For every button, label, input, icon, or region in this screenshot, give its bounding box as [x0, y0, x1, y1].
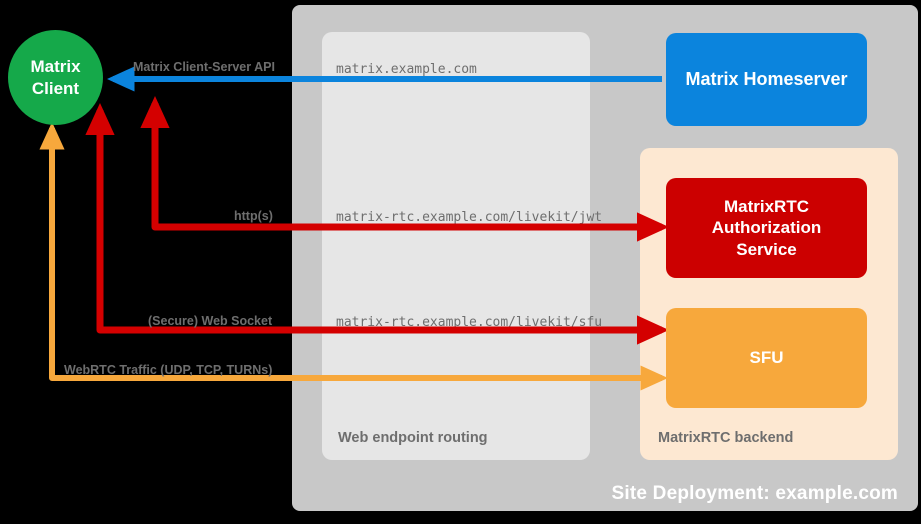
node-sfu[interactable]: SFU	[666, 308, 867, 408]
matrix-client-line2: Client	[31, 78, 80, 98]
endpoint-url-livekit-jwt: matrix-rtc.example.com/livekit/jwt	[336, 210, 603, 225]
endpoint-url-matrix: matrix.example.com	[336, 62, 477, 77]
matrix-homeserver-label: Matrix Homeserver	[685, 69, 848, 90]
sfu-label: SFU	[749, 348, 784, 368]
edge-label-https: http(s)	[234, 209, 273, 223]
endpoint-url-livekit-sfu: matrix-rtc.example.com/livekit/sfu	[336, 315, 603, 330]
edge-label-matrix-client-server-api: Matrix Client-Server API	[133, 60, 275, 74]
web-endpoint-routing-label: Web endpoint routing	[338, 430, 488, 446]
auth-service-line2: Authorization	[711, 218, 822, 238]
auth-service-line3: Service	[736, 239, 797, 259]
matrix-client-line1: Matrix	[30, 57, 81, 77]
web-endpoint-routing-panel: Web endpoint routing	[322, 32, 590, 460]
site-deployment-label: Site Deployment: example.com	[611, 483, 898, 504]
auth-service-line1: MatrixRTC	[723, 197, 809, 217]
node-matrixrtc-authorization-service[interactable]: MatrixRTC Authorization Service	[666, 178, 867, 278]
edge-label-web-socket: (Secure) Web Socket	[148, 314, 273, 328]
edge-label-webrtc-traffic: WebRTC Traffic (UDP, TCP, TURNs)	[64, 363, 273, 377]
node-matrix-homeserver[interactable]: Matrix Homeserver	[666, 33, 867, 126]
matrixrtc-backend-label: MatrixRTC backend	[658, 430, 794, 446]
node-matrix-client[interactable]: Matrix Client	[8, 30, 103, 125]
